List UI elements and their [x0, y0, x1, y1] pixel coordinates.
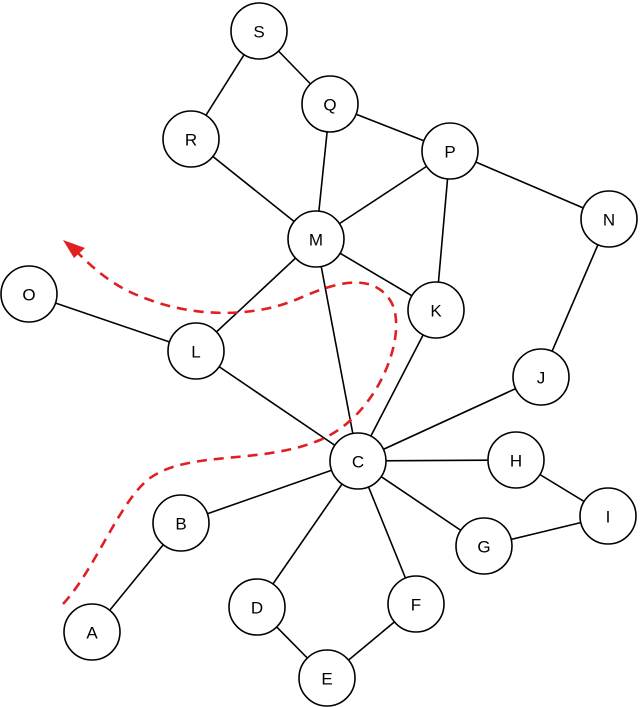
node-B: B — [152, 494, 210, 552]
node-label: J — [537, 369, 546, 388]
node-circle — [579, 487, 637, 545]
node-circle — [387, 575, 445, 633]
node-circle — [487, 431, 545, 489]
node-label: K — [430, 302, 442, 321]
node-J: J — [512, 348, 570, 406]
edge-L-C — [195, 350, 359, 462]
node-label: E — [321, 670, 332, 689]
node-circle — [580, 190, 638, 248]
node-C: C — [329, 432, 387, 490]
node-label: C — [352, 453, 364, 472]
node-E: E — [298, 649, 356, 707]
node-label: N — [603, 211, 615, 230]
node-circle — [455, 517, 513, 575]
node-circle — [63, 603, 121, 661]
node-label: B — [175, 515, 186, 534]
node-D: D — [228, 578, 286, 636]
node-S: S — [230, 2, 288, 60]
node-label: P — [444, 143, 455, 162]
edge-O-L — [28, 293, 197, 352]
node-label: G — [477, 538, 490, 557]
node-H: H — [487, 431, 545, 489]
node-label: F — [411, 596, 421, 615]
node-N: N — [580, 190, 638, 248]
node-circle — [298, 649, 356, 707]
node-label: I — [606, 508, 611, 527]
node-label: H — [510, 452, 522, 471]
node-label: A — [86, 624, 98, 643]
node-circle — [512, 348, 570, 406]
node-label: O — [22, 286, 35, 305]
red-dashed-route-line — [62, 252, 398, 605]
node-circle — [162, 110, 220, 168]
node-circle — [167, 322, 225, 380]
node-P: P — [421, 122, 479, 180]
node-circle — [329, 432, 387, 490]
node-circle — [287, 210, 345, 268]
node-O: O — [0, 265, 58, 323]
node-circle — [152, 494, 210, 552]
edge-P-N — [449, 150, 610, 220]
highlighted-route — [62, 240, 398, 605]
node-circle — [228, 578, 286, 636]
edge-C-D — [256, 460, 359, 608]
node-circle — [421, 122, 479, 180]
route-arrowhead — [63, 240, 85, 258]
node-label: L — [191, 343, 200, 362]
node-M: M — [287, 210, 345, 268]
node-circle — [407, 281, 465, 339]
node-circle — [230, 2, 288, 60]
node-label: M — [309, 231, 323, 250]
node-A: A — [63, 603, 121, 661]
edge-J-C — [357, 376, 542, 462]
node-G: G — [455, 517, 513, 575]
node-Q: Q — [301, 75, 359, 133]
node-I: I — [579, 487, 637, 545]
node-label: S — [253, 23, 264, 42]
node-label: Q — [323, 96, 336, 115]
node-circle — [0, 265, 58, 323]
node-label: D — [251, 599, 263, 618]
edge-M-C — [315, 238, 359, 462]
node-K: K — [407, 281, 465, 339]
node-label: R — [185, 131, 197, 150]
node-R: R — [162, 110, 220, 168]
node-F: F — [387, 575, 445, 633]
edge-C-B — [180, 460, 359, 524]
node-circle — [301, 75, 359, 133]
node-L: L — [167, 322, 225, 380]
